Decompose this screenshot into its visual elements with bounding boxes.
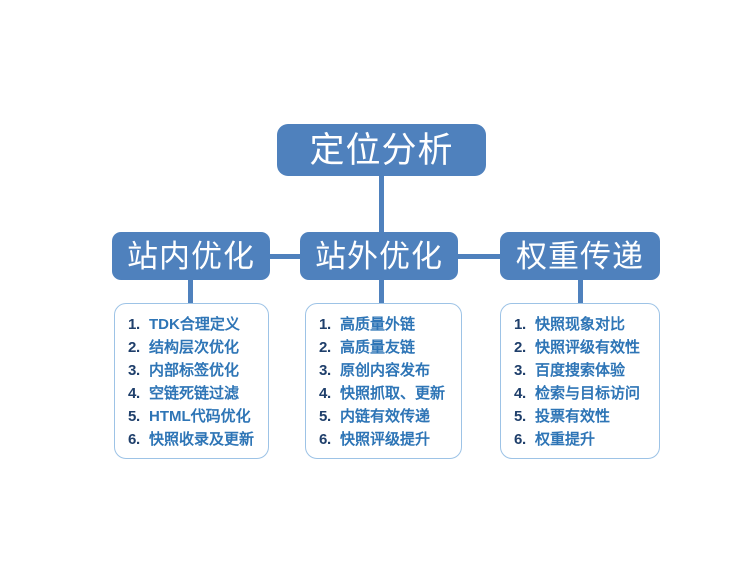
list-item-text: 快照收录及更新 [149,431,255,448]
node-branch-weight-label: 权重传递 [516,238,644,274]
list-item: 5. HTML代码优化 [115,405,268,428]
list-item: 3. 内部标签优化 [115,359,268,382]
list-item-text: 内链有效传递 [340,408,431,425]
list-item: 5. 投票有效性 [501,405,659,428]
node-branch-onsite[interactable]: 站内优化 [112,232,270,280]
list-item: 6. 权重提升 [501,428,659,451]
connector-onsite-to-offsite [268,254,302,259]
list-item-number: 1. [514,316,526,333]
list-item-number: 2. [128,339,140,356]
list-item-number: 5. [514,408,526,425]
list-item-number: 3. [128,362,140,379]
list-item: 3. 原创内容发布 [306,359,461,382]
list-box-onsite: 1. TDK合理定义 2. 结构层次优化 3. 内部标签优化 4. 空链死链过滤… [114,303,269,459]
list-items-offsite: 1. 高质量外链 2. 高质量友链 3. 原创内容发布 4. 快照抓取、更新 5… [306,313,461,451]
list-item-text: 快照现象对比 [535,316,626,333]
list-item: 3. 百度搜索体验 [501,359,659,382]
list-item-number: 1. [319,316,331,333]
list-box-offsite: 1. 高质量外链 2. 高质量友链 3. 原创内容发布 4. 快照抓取、更新 5… [305,303,462,459]
list-item-number: 2. [319,339,331,356]
list-items-onsite: 1. TDK合理定义 2. 结构层次优化 3. 内部标签优化 4. 空链死链过滤… [115,313,268,451]
list-item-text: HTML代码优化 [149,408,251,425]
list-item: 4. 快照抓取、更新 [306,382,461,405]
connector-onsite-to-list [188,279,193,305]
list-item-number: 4. [319,385,331,402]
list-item: 1. 高质量外链 [306,313,461,336]
list-item-number: 6. [128,431,140,448]
list-item-text: 高质量友链 [340,339,416,356]
list-item-number: 6. [319,431,331,448]
list-item-text: 权重提升 [535,431,596,448]
list-item: 6. 快照评级提升 [306,428,461,451]
list-item-number: 4. [514,385,526,402]
list-item: 2. 高质量友链 [306,336,461,359]
list-item: 1. 快照现象对比 [501,313,659,336]
list-item-text: 结构层次优化 [149,339,240,356]
node-root[interactable]: 定位分析 [277,124,486,176]
list-item-number: 1. [128,316,140,333]
list-item: 6. 快照收录及更新 [115,428,268,451]
list-item-text: 快照评级提升 [340,431,431,448]
list-item-text: 空链死链过滤 [149,385,240,402]
list-box-weight: 1. 快照现象对比 2. 快照评级有效性 3. 百度搜索体验 4. 检索与目标访… [500,303,660,459]
list-item-text: 快照评级有效性 [535,339,641,356]
node-root-label: 定位分析 [309,130,454,170]
list-item-text: 百度搜索体验 [535,362,626,379]
list-item-number: 5. [128,408,140,425]
list-item-text: 内部标签优化 [149,362,240,379]
list-item-text: 投票有效性 [535,408,611,425]
connector-offsite-to-list [379,279,384,305]
list-item-text: 快照抓取、更新 [340,385,446,402]
list-item-number: 3. [319,362,331,379]
list-items-weight: 1. 快照现象对比 2. 快照评级有效性 3. 百度搜索体验 4. 检索与目标访… [501,313,659,451]
node-branch-weight[interactable]: 权重传递 [500,232,660,280]
list-item: 1. TDK合理定义 [115,313,268,336]
list-item-number: 5. [319,408,331,425]
connector-weight-to-list [578,279,583,305]
list-item-text: 检索与目标访问 [535,385,641,402]
connector-offsite-to-weight [456,254,502,259]
list-item: 2. 结构层次优化 [115,336,268,359]
node-branch-offsite-label: 站外优化 [315,238,443,274]
list-item: 2. 快照评级有效性 [501,336,659,359]
list-item-text: TDK合理定义 [149,316,240,333]
node-branch-offsite[interactable]: 站外优化 [300,232,458,280]
list-item: 4. 检索与目标访问 [501,382,659,405]
list-item-text: 高质量外链 [340,316,416,333]
list-item: 4. 空链死链过滤 [115,382,268,405]
connector-root-to-offsite [379,176,384,234]
list-item-number: 4. [128,385,140,402]
node-branch-onsite-label: 站内优化 [127,238,255,274]
list-item-number: 3. [514,362,526,379]
list-item-text: 原创内容发布 [340,362,431,379]
list-item: 5. 内链有效传递 [306,405,461,428]
list-item-number: 2. [514,339,526,356]
list-item-number: 6. [514,431,526,448]
